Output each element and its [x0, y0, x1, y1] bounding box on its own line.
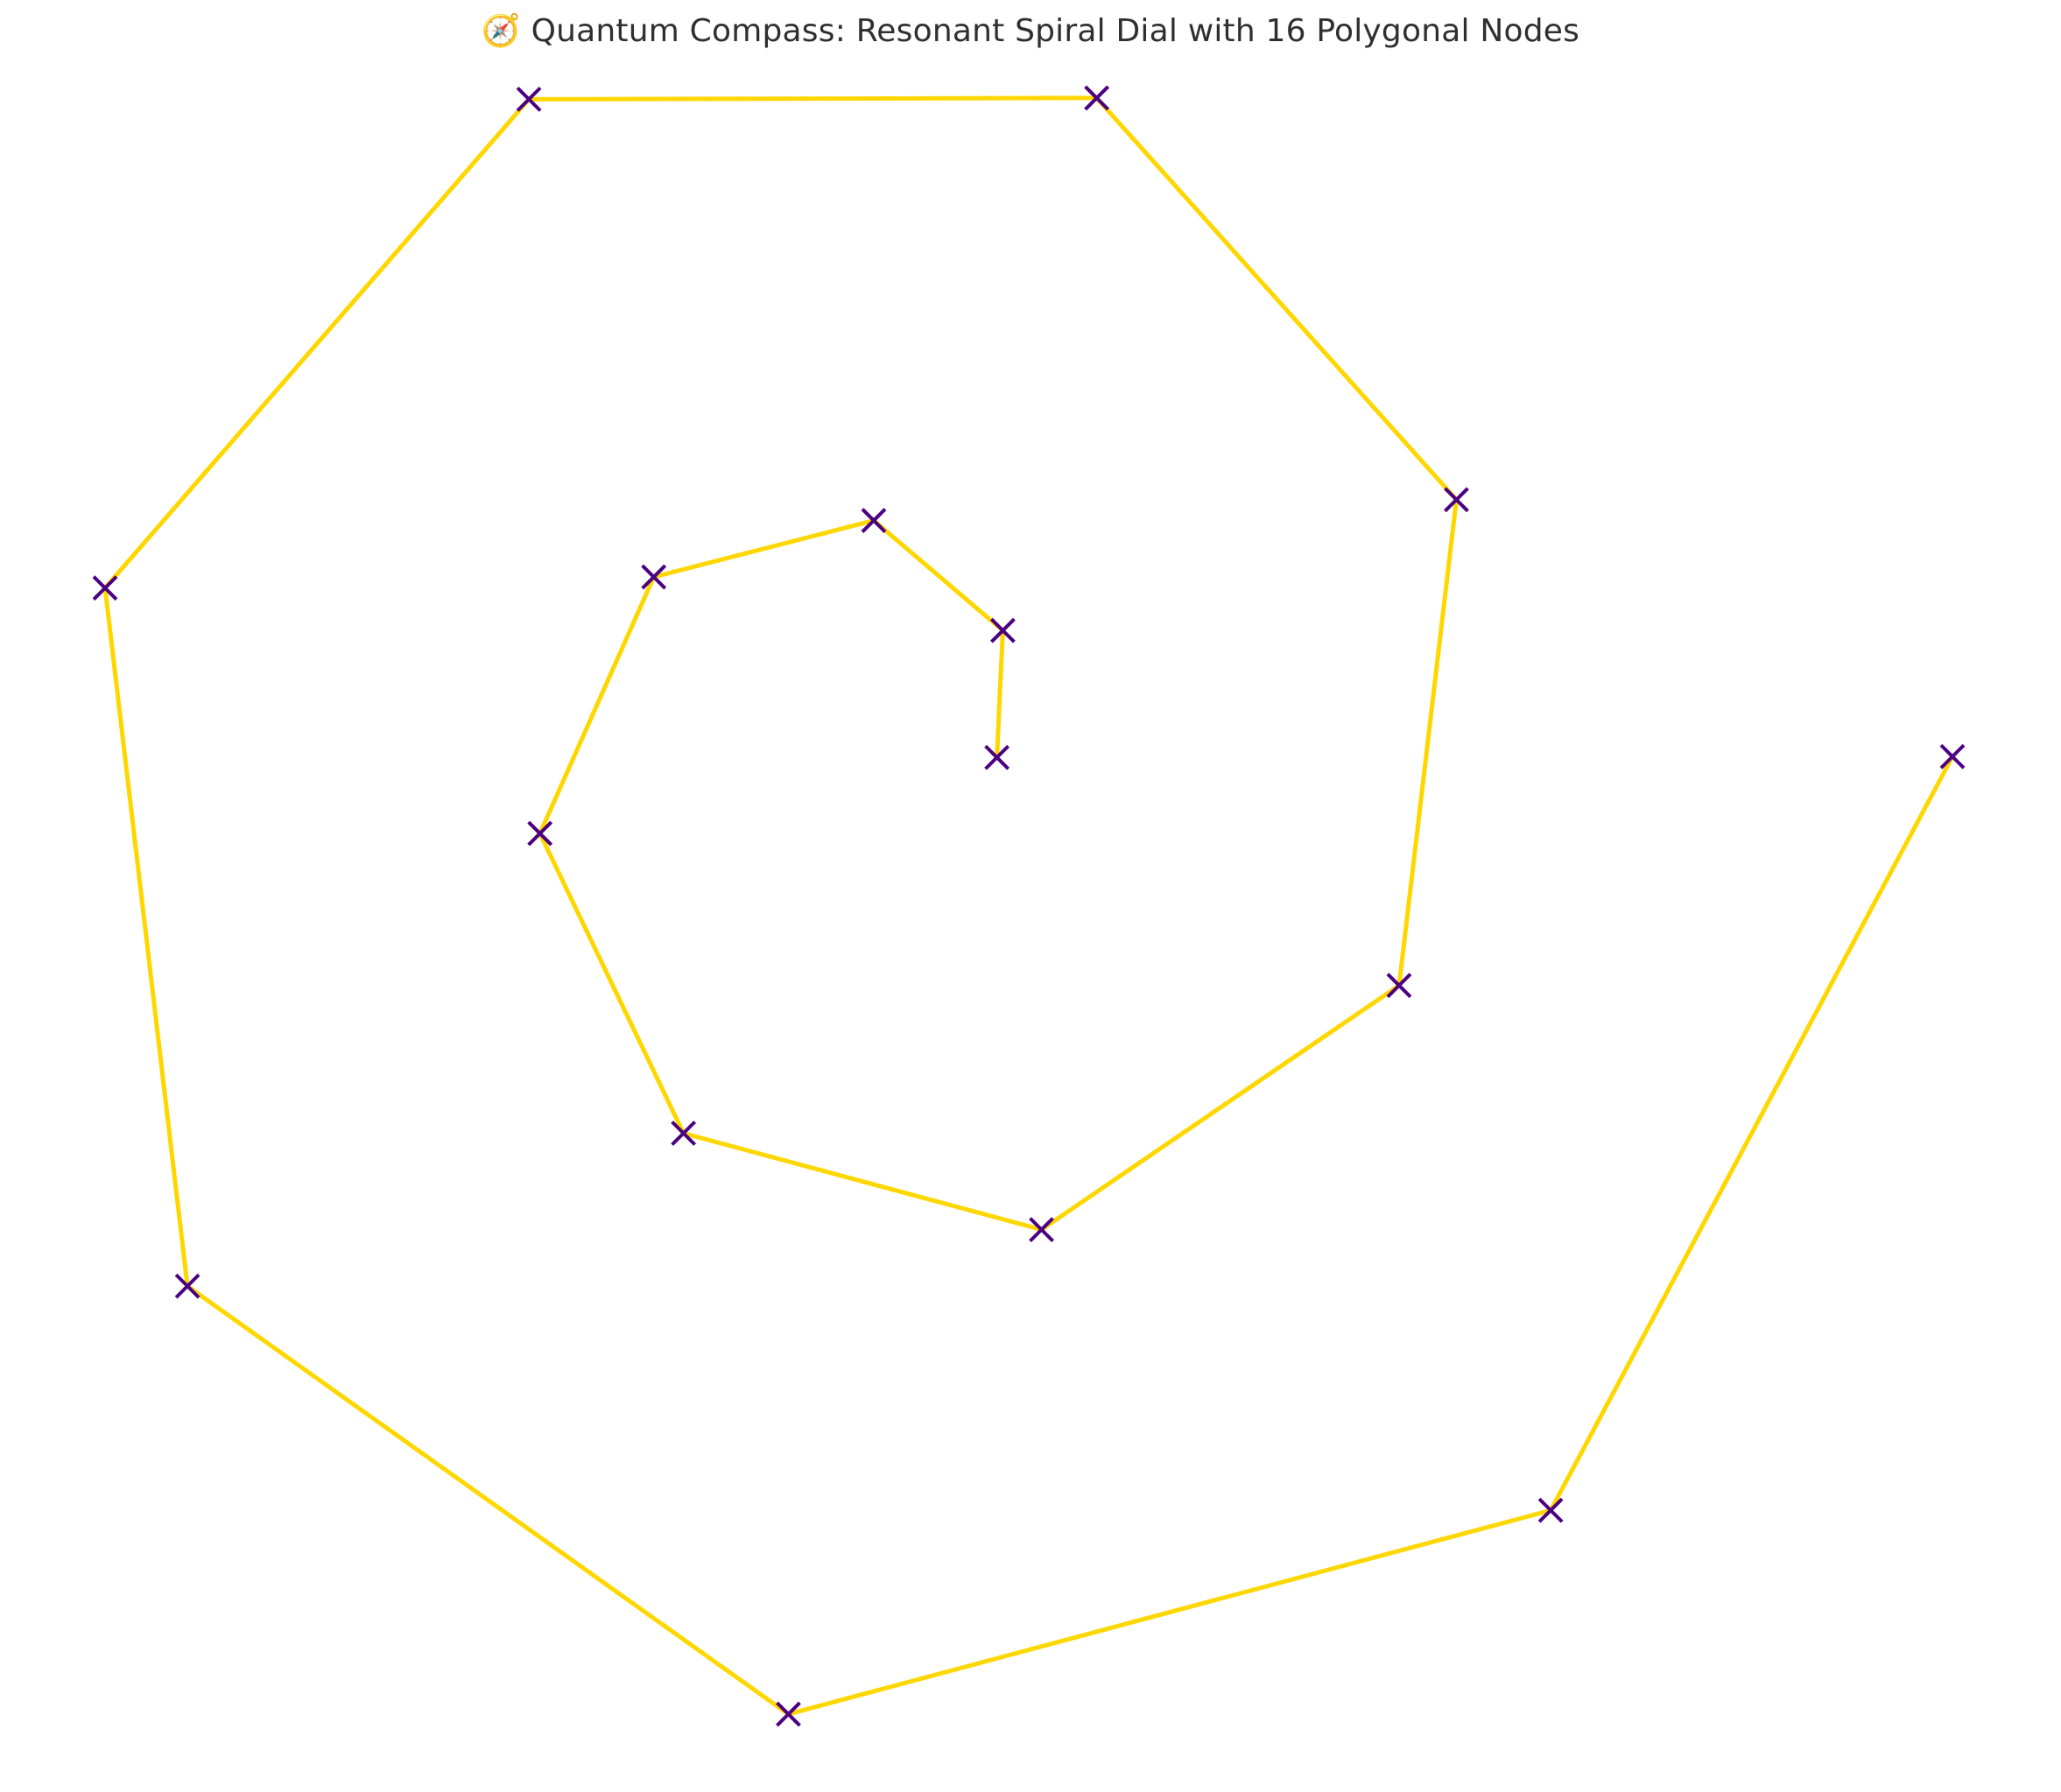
- node-marker-7: [1029, 1217, 1054, 1243]
- spiral-segment-3: [651, 518, 876, 580]
- spiral-segment-1: [995, 628, 1005, 760]
- spiral-segment-8: [1396, 497, 1459, 988]
- node-marker-13: [174, 1273, 200, 1299]
- node-marker-11: [516, 86, 542, 112]
- spiral-segment-6: [681, 1131, 1045, 1233]
- spiral-segment-4: [538, 574, 657, 836]
- chart-title: 🧭 Quantum Compass: Resonant Spiral Dial …: [481, 13, 1580, 49]
- spiral-segment-2: [871, 518, 1005, 633]
- node-marker-4: [641, 564, 667, 590]
- spiral-segment-10: [526, 95, 1100, 102]
- spiral-segment-11: [102, 96, 531, 591]
- node-marker-14: [776, 1701, 801, 1727]
- spiral-segment-5: [538, 831, 686, 1136]
- node-marker-15: [1537, 1497, 1564, 1523]
- spiral-segment-15: [1548, 754, 1955, 1513]
- node-marker-1: [984, 744, 1010, 770]
- spiral-segment-14: [785, 1507, 1553, 1717]
- node-marker-6: [671, 1121, 697, 1146]
- node-markers-layer: [92, 85, 1966, 1727]
- spiral-segment-9: [1094, 95, 1459, 502]
- node-marker-12: [92, 575, 118, 601]
- node-marker-3: [861, 508, 887, 533]
- node-marker-8: [1386, 973, 1412, 999]
- node-marker-5: [527, 820, 553, 847]
- node-marker-16: [1939, 743, 1966, 770]
- node-marker-9: [1444, 487, 1469, 513]
- node-marker-10: [1084, 85, 1110, 111]
- node-marker-2: [989, 617, 1016, 643]
- spiral-path-layer: [102, 95, 1955, 1717]
- spiral-segment-13: [185, 1283, 791, 1717]
- spiral-segment-12: [102, 586, 190, 1289]
- spiral-segment-7: [1039, 983, 1402, 1233]
